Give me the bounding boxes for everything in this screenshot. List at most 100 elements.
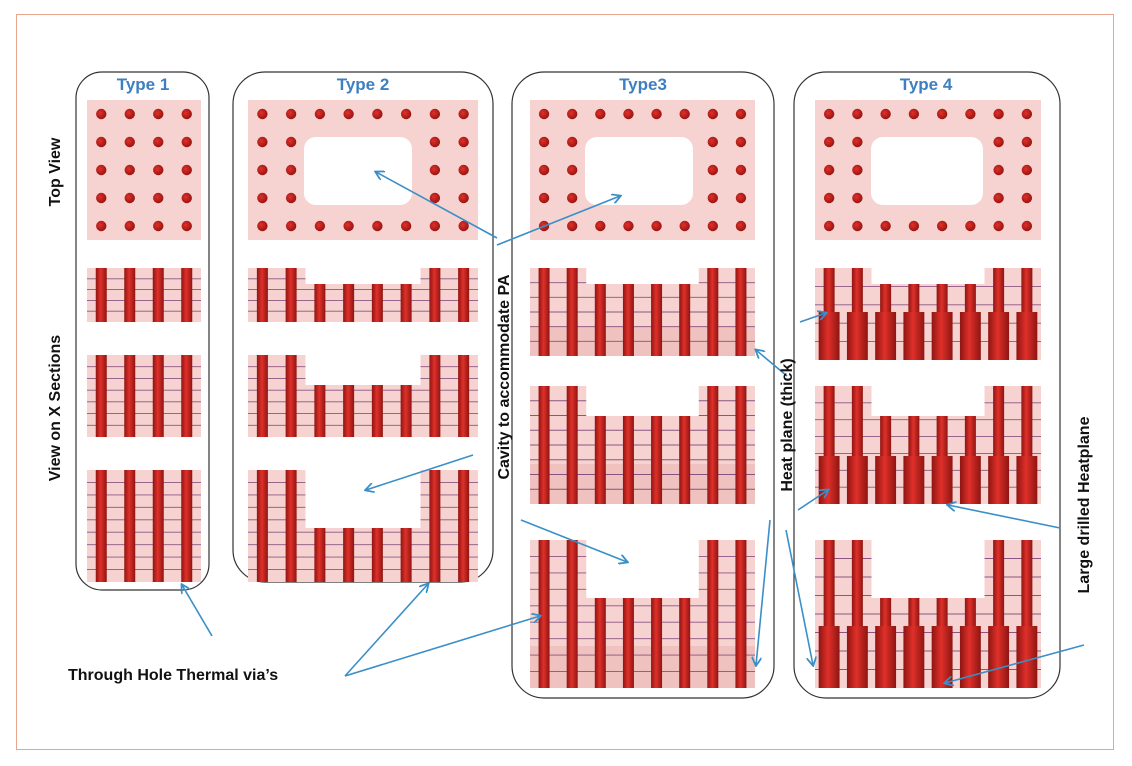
via-dot [153,192,164,204]
via-dot [993,136,1004,148]
thermal-via [314,528,326,582]
thermal-via [256,268,268,322]
thermal-via [343,385,355,437]
thermal-via [400,284,412,322]
thermal-via [651,598,663,688]
via-dot [1021,164,1033,176]
thermal-via [256,355,268,437]
via-dot [595,108,606,120]
drilled-via [1016,456,1038,504]
drilled-via [931,456,953,504]
thermal-via [124,470,136,582]
thermal-via [458,355,470,437]
via-dot [965,220,976,232]
thermal-via [314,284,326,322]
via-dot [823,192,835,204]
cavity-opening [585,137,693,205]
callout-arrow [948,505,1061,529]
via-dot [880,108,891,120]
callout-arrow [756,519,771,665]
callout-arrow [756,350,788,377]
via-dot [880,220,891,232]
via-dot [993,108,1004,120]
thermal-via [1021,540,1033,626]
via-dot [96,164,107,176]
thermal-via [343,528,355,582]
via-dot [181,192,192,204]
via-dot [707,108,719,120]
thermal-via [908,598,920,626]
callout-arrow [945,644,1085,683]
via-dot [124,136,135,148]
drilled-via [1016,626,1038,688]
thermal-via [880,598,892,626]
via-dot [372,220,383,232]
thermal-via [908,416,920,456]
section-board [815,268,1041,360]
via-dot [285,136,297,148]
callout-arrow [376,172,498,239]
thermal-via [707,386,719,504]
drilled-via [959,456,981,504]
thermal-via [285,470,297,582]
via-dot [823,108,835,120]
via-dot [124,220,135,232]
drilled-via [846,456,868,504]
via-dot [735,108,747,120]
thermal-via [124,268,136,322]
drilled-via [988,626,1010,688]
thermal-via [851,386,863,456]
via-dot [595,220,606,232]
via-dot [124,192,135,204]
thermal-via [622,284,634,356]
via-dot [458,192,469,204]
via-dot [936,108,948,120]
via-dot [181,108,192,120]
thermal-via [95,355,107,437]
via-dot [852,192,863,204]
thermal-via [429,268,441,322]
via-dot [124,164,135,176]
panel-title-type-2: Type 2 [337,75,390,94]
thermal-via [908,284,920,312]
callout-arrow [496,196,620,246]
row-label-cross-sections: View on X Sections [47,335,64,482]
callout-cavity: Cavity to accommodate PA [496,274,513,480]
thermal-via [152,470,164,582]
thermal-via [181,355,193,437]
thermal-via [851,268,863,312]
via-dot [372,108,383,120]
thermal-via [622,598,634,688]
via-dot [285,164,297,176]
thermal-via [707,268,719,356]
via-dot [538,108,550,120]
via-dot [181,164,192,176]
via-dot [735,136,747,148]
via-dot [96,136,107,148]
drilled-via [846,312,868,360]
callout-arrow [344,616,540,677]
thermal-via [735,540,747,688]
via-dot [257,108,268,120]
via-dot [458,108,469,120]
via-dot [314,220,326,232]
via-dot [153,164,164,176]
via-dot [566,108,578,120]
via-dot [429,164,441,176]
via-dot [679,108,690,120]
thermal-via [538,268,550,356]
thermal-via [181,268,193,322]
via-dot [852,164,863,176]
thermal-via [285,268,297,322]
via-dot [153,108,164,120]
via-dot [852,108,863,120]
thermal-via [964,416,976,456]
callout-large-drilled: Large drilled Heatplane [1076,416,1093,593]
thermal-via [964,598,976,626]
section-board [815,386,1041,504]
via-dot [458,164,469,176]
thermal-via [936,598,948,626]
via-dot [538,136,550,148]
thermal-via [679,598,691,688]
